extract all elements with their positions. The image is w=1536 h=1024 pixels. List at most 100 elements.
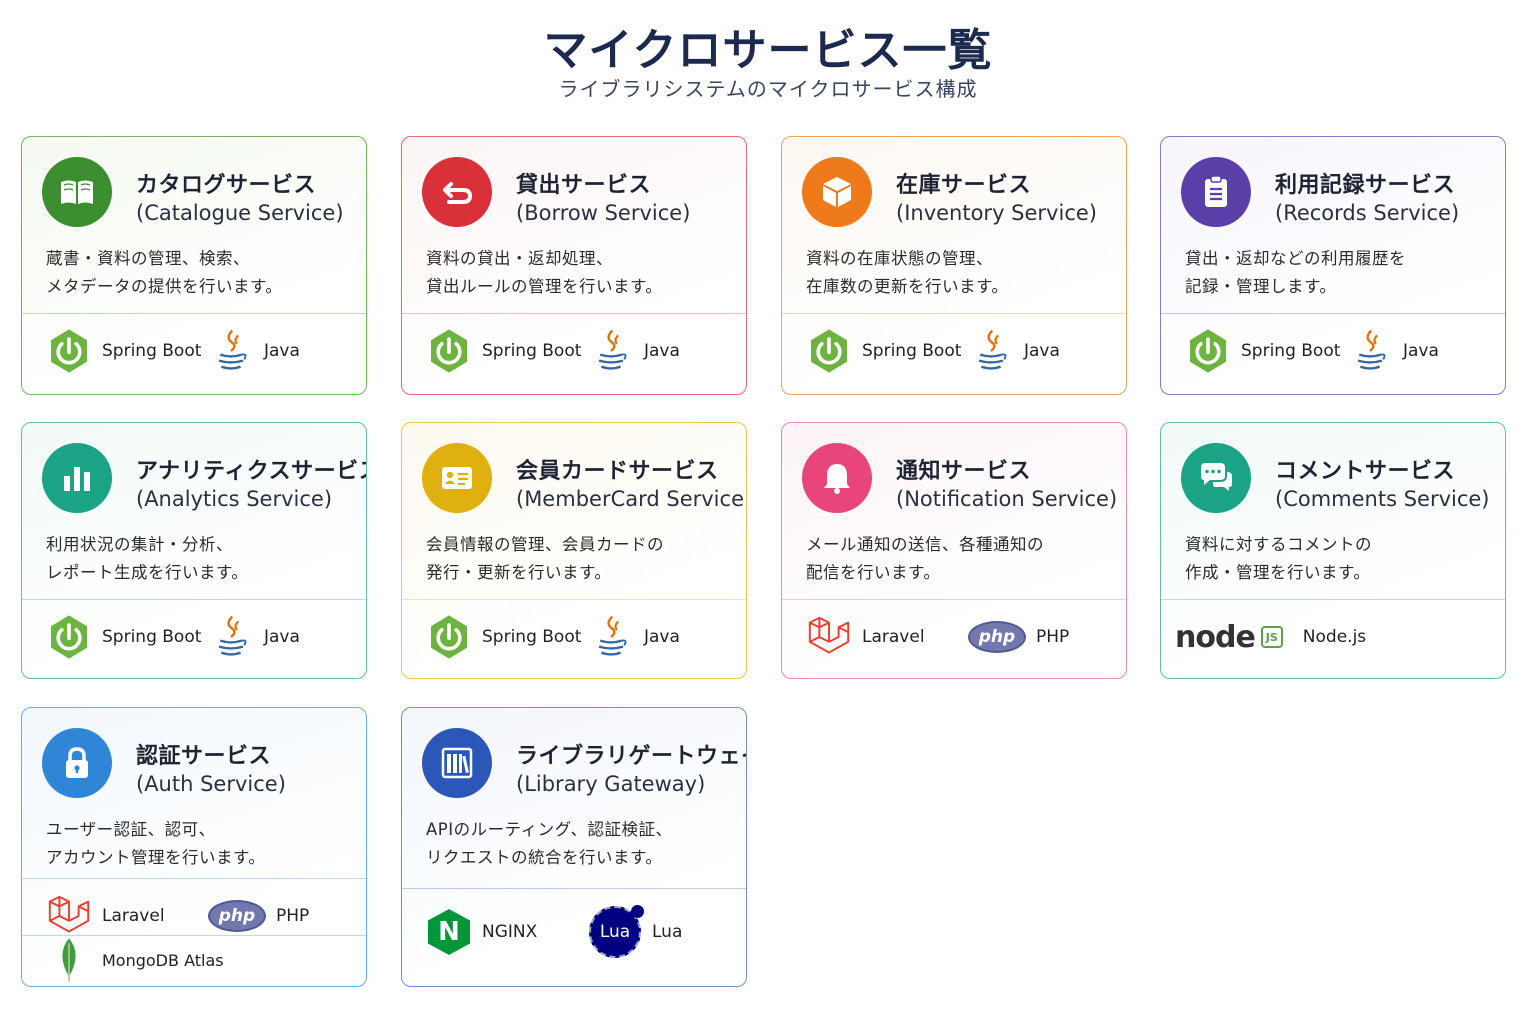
java-icon	[206, 612, 256, 662]
tech-item: Java	[586, 607, 680, 667]
bar-chart-icon	[42, 443, 112, 513]
description-line: レポート生成を行います。	[46, 563, 249, 582]
divider	[1161, 599, 1505, 600]
tech-item: Java	[1345, 321, 1439, 381]
description-line: アカウント管理を行います。	[46, 848, 266, 867]
description-line: 資料の貸出・返却処理、	[426, 249, 613, 268]
tech-stack-row: Spring Boot Java	[1161, 321, 1505, 381]
description-line: リクエストの統合を行います。	[426, 848, 663, 867]
service-title-en: (Inventory Service)	[896, 201, 1097, 225]
service-description: メール通知の送信、各種通知の配信を行います。	[806, 531, 1044, 587]
service-description: APIのルーティング、認証検証、リクエストの統合を行います。	[426, 816, 672, 872]
tech-label: MongoDB Atlas	[102, 950, 224, 970]
service-title-ja: 利用記録サービス	[1275, 173, 1456, 198]
description-line: メール通知の送信、各種通知の	[806, 535, 1044, 554]
tech-item: Java	[206, 321, 300, 381]
laravel-icon	[804, 612, 854, 662]
tech-label: Laravel	[102, 906, 165, 926]
tech-item: Spring Boot	[44, 321, 201, 381]
tech-label: Spring Boot	[1241, 341, 1341, 361]
tech-label: Java	[1024, 341, 1060, 361]
description-line: 蔵書・資料の管理、検索、	[46, 249, 250, 268]
service-description: ユーザー認証、認可、アカウント管理を行います。	[46, 816, 265, 872]
tech-label: Node.js	[1302, 627, 1367, 647]
tech-label: Spring Boot	[102, 627, 202, 647]
nginx-icon: N	[424, 907, 474, 957]
divider	[22, 313, 366, 314]
tech-label: Java	[644, 627, 680, 647]
tech-item: Java	[586, 321, 680, 381]
node-logo-text: node	[1175, 619, 1256, 655]
return-arrow-icon	[422, 157, 492, 227]
description-line: 貸出ルールの管理を行います。	[426, 277, 663, 296]
tech-label: Java	[264, 341, 300, 361]
service-title-ja: アナリティクスサービス	[136, 459, 367, 484]
page-subtitle: ライブラリシステムのマイクロサービス構成	[558, 77, 978, 101]
service-title-ja: 会員カードサービス	[516, 459, 719, 484]
tech-item: Spring Boot	[424, 607, 581, 667]
chat-bubbles-icon	[1181, 443, 1251, 513]
box-icon	[802, 157, 872, 227]
tech-item: php PHP	[206, 886, 309, 946]
service-title-en: (Comments Service)	[1275, 487, 1490, 511]
tech-label: Spring Boot	[482, 627, 582, 647]
service-title-en: (Catalogue Service)	[136, 201, 344, 225]
description-line: 利用状況の集計・分析、	[46, 535, 233, 554]
description-line: ユーザー認証、認可、	[46, 820, 216, 839]
php-icon: php	[206, 891, 268, 941]
tech-label: NGINX	[482, 922, 538, 942]
tech-item: MongoDB Atlas	[44, 936, 224, 984]
description-line: 発行・更新を行います。	[426, 563, 612, 582]
tech-stack-row: MongoDB Atlas	[22, 936, 366, 986]
description-line: メタデータの提供を行います。	[46, 277, 283, 296]
tech-label: PHP	[276, 906, 310, 926]
description-line: 会員情報の管理、会員カードの	[426, 535, 664, 554]
service-card: 貸出サービス(Borrow Service)資料の貸出・返却処理、貸出ルールの管…	[401, 136, 747, 395]
tech-stack-row: Spring Boot Java	[22, 321, 366, 381]
description-line: 配信を行います。	[806, 563, 941, 582]
id-card-icon	[422, 443, 492, 513]
tech-item: Java	[966, 321, 1060, 381]
divider	[402, 888, 746, 889]
php-logo-text: php	[968, 621, 1026, 653]
service-title-ja: コメントサービス	[1275, 459, 1456, 484]
description-line: 資料の在庫状態の管理、	[806, 249, 993, 268]
spring-boot-icon	[44, 326, 94, 376]
tech-label: Java	[1403, 341, 1439, 361]
lock-icon	[42, 728, 112, 798]
service-card: ライブラリゲートウェイ(Library Gateway)APIのルーティング、認…	[401, 707, 747, 987]
service-title-ja: カタログサービス	[136, 173, 317, 198]
spring-boot-icon	[44, 612, 94, 662]
divider	[22, 878, 366, 879]
spring-boot-icon	[424, 326, 474, 376]
js-badge: JS	[1260, 626, 1283, 648]
mongodb-leaf-icon	[44, 935, 94, 985]
clipboard-icon	[1181, 157, 1251, 227]
tech-item: Spring Boot	[44, 607, 201, 667]
divider	[402, 599, 746, 600]
divider	[22, 599, 366, 600]
spring-boot-icon	[1183, 326, 1233, 376]
divider	[22, 935, 366, 936]
divider	[782, 599, 1126, 600]
java-icon	[966, 326, 1016, 376]
tech-stack-row: Spring Boot Java	[402, 607, 746, 667]
service-title-ja: 通知サービス	[896, 459, 1032, 484]
tech-item: N NGINX	[424, 902, 537, 962]
spring-boot-icon	[424, 612, 474, 662]
service-card: カタログサービス (Catalogue Service) 蔵書・資料の管理、検索、メ…	[21, 136, 367, 395]
spring-boot-icon	[804, 326, 854, 376]
service-description: 利用状況の集計・分析、レポート生成を行います。	[46, 531, 248, 587]
service-title-en: (Analytics Service)	[136, 487, 333, 511]
tech-item: Laravel	[44, 886, 165, 946]
tech-label: Spring Boot	[102, 341, 202, 361]
nginx-logo-text: N	[428, 909, 470, 955]
